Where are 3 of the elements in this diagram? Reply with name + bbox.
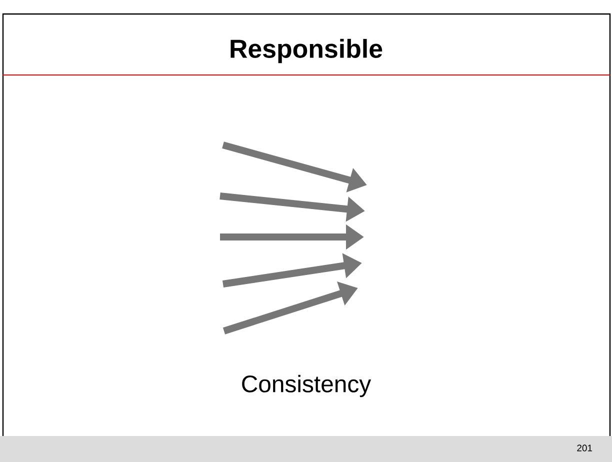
caption-text: Consistency (242, 374, 372, 398)
page-number: 201 (577, 444, 592, 452)
slide-title: Responsible (230, 38, 382, 64)
